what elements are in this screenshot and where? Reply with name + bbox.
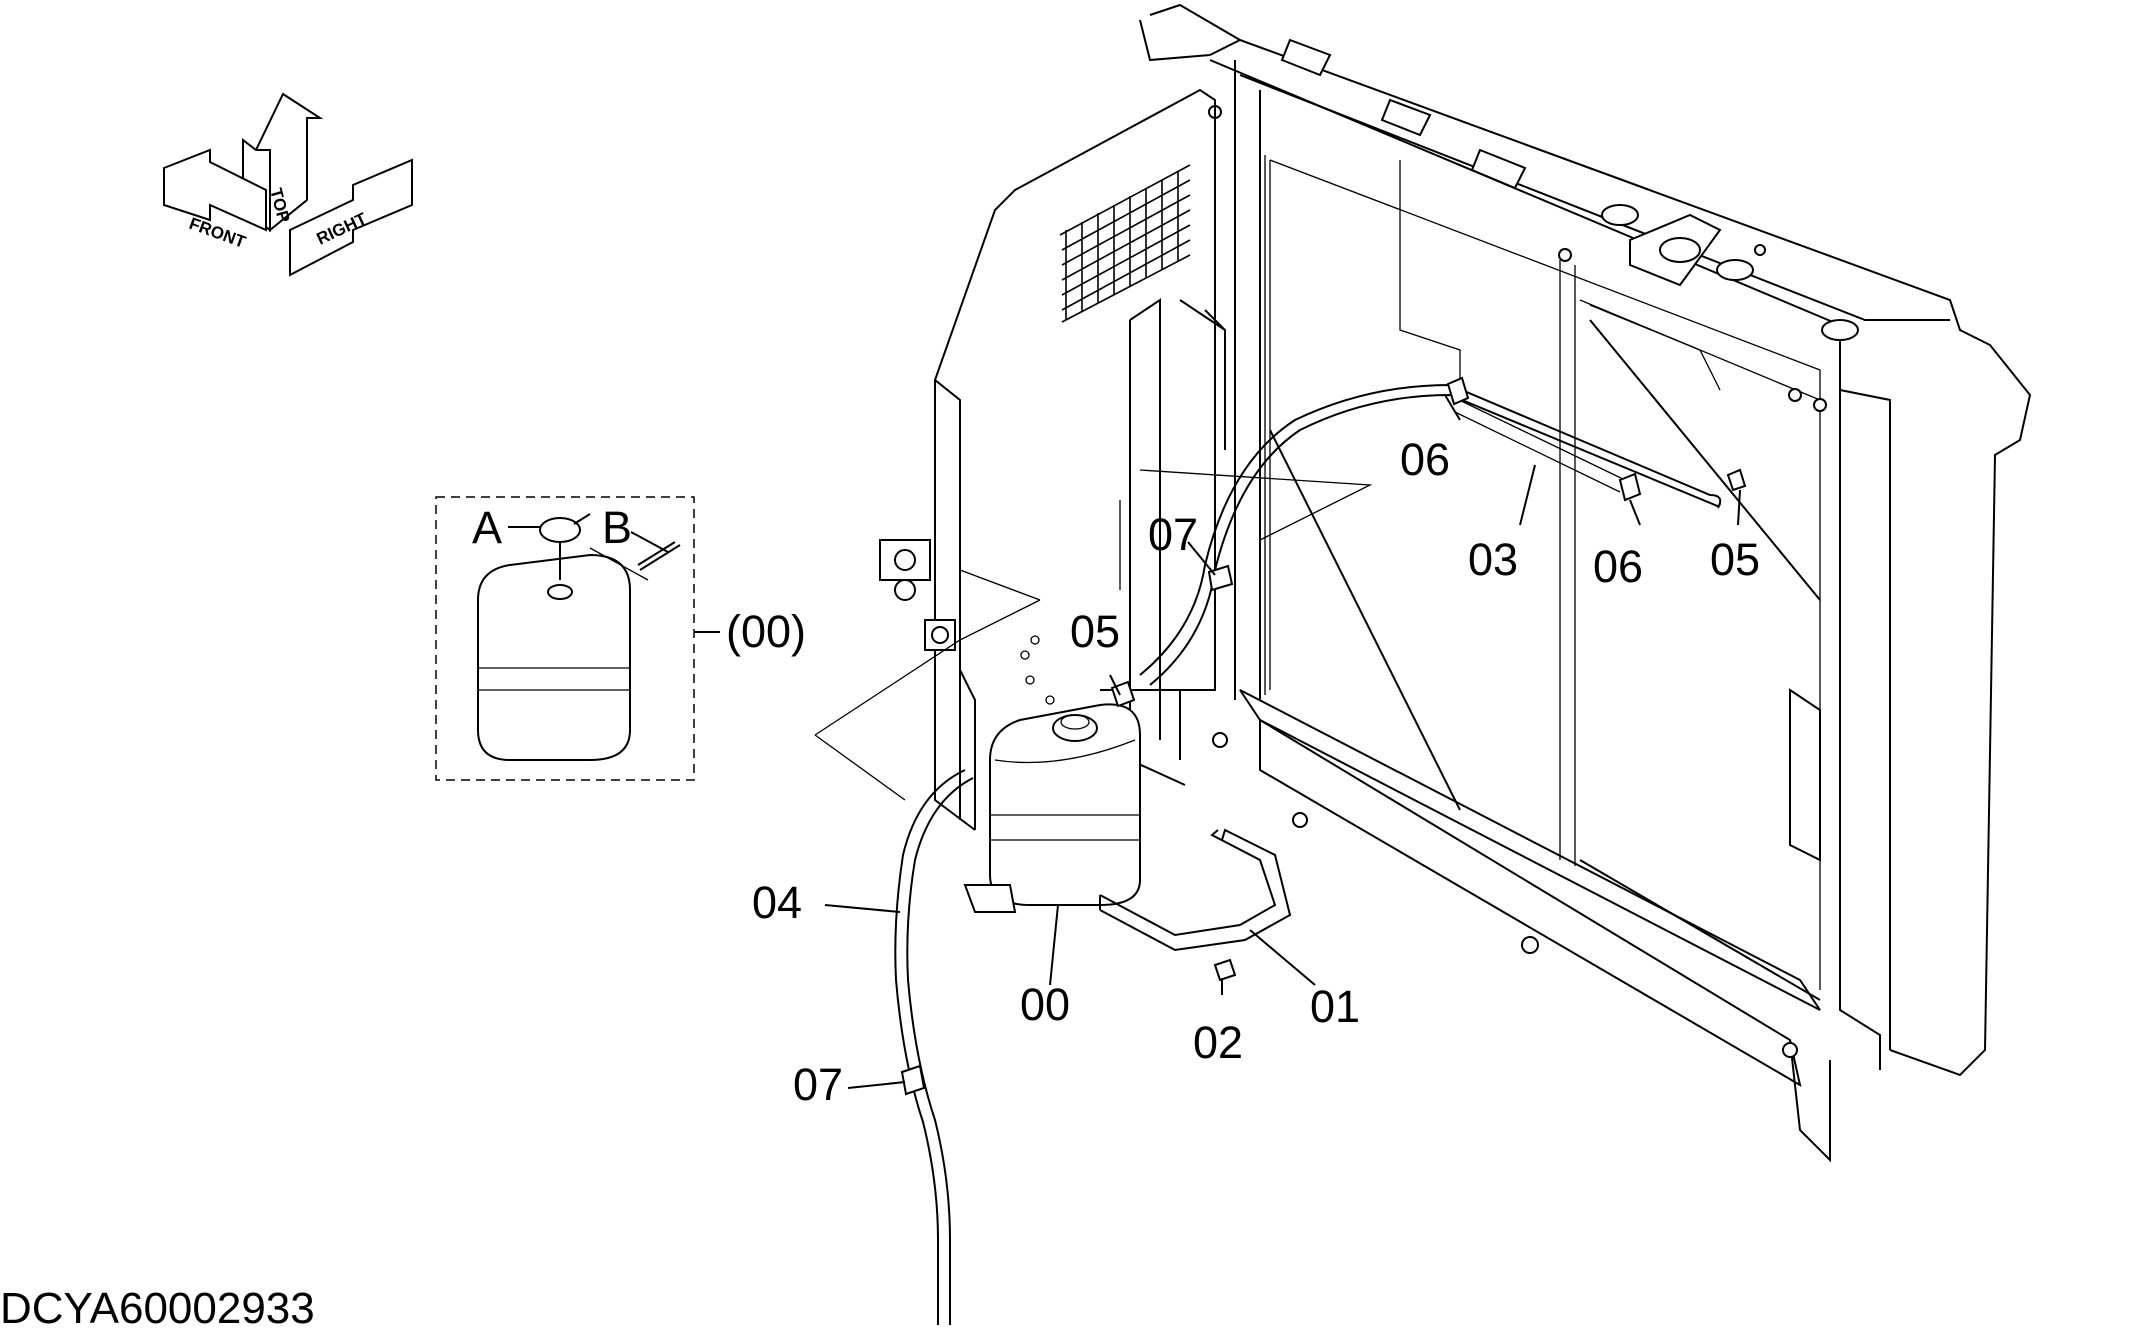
bolt-02 [1213, 958, 1237, 982]
leader-lines [824, 394, 1741, 1089]
label-02: 02 [1193, 1017, 1243, 1068]
label-07-upper: 07 [1148, 509, 1198, 560]
inset-callout: (00) [726, 606, 806, 657]
reference-lines [814, 160, 1721, 801]
orientation-indicator: FRONT TOP RIGHT [163, 92, 413, 277]
hose-03 [1139, 383, 1722, 686]
label-04: 04 [752, 877, 802, 928]
reservoir-tank [963, 703, 1141, 913]
clamp-06 [1446, 376, 1642, 502]
label-00: 00 [1020, 979, 1070, 1030]
label-05-right: 05 [1710, 534, 1760, 585]
inset-label-a: A [472, 502, 502, 553]
inset-box: A B (00) [435, 496, 806, 781]
hose-04 [894, 769, 974, 1325]
band-01 [1099, 828, 1292, 952]
orientation-front-label: FRONT [187, 214, 249, 252]
label-05-left: 05 [1070, 606, 1120, 657]
part-labels: 06 03 06 05 07 05 04 00 02 01 07 [752, 434, 1760, 1110]
inset-tank [477, 553, 631, 761]
inset-cap [539, 517, 581, 543]
label-06-right: 06 [1593, 541, 1643, 592]
clip-05-right [1726, 468, 1747, 492]
label-03: 03 [1468, 534, 1518, 585]
drawing-code: DCYA60002933 [0, 1284, 315, 1333]
grille [1059, 164, 1191, 323]
shroud-panel [879, 88, 1226, 831]
label-06-left: 06 [1400, 434, 1450, 485]
inset-label-b: B [602, 502, 632, 553]
label-07-lower: 07 [793, 1059, 843, 1110]
label-01: 01 [1310, 981, 1360, 1032]
radiator-frame [1139, 3, 2032, 1163]
